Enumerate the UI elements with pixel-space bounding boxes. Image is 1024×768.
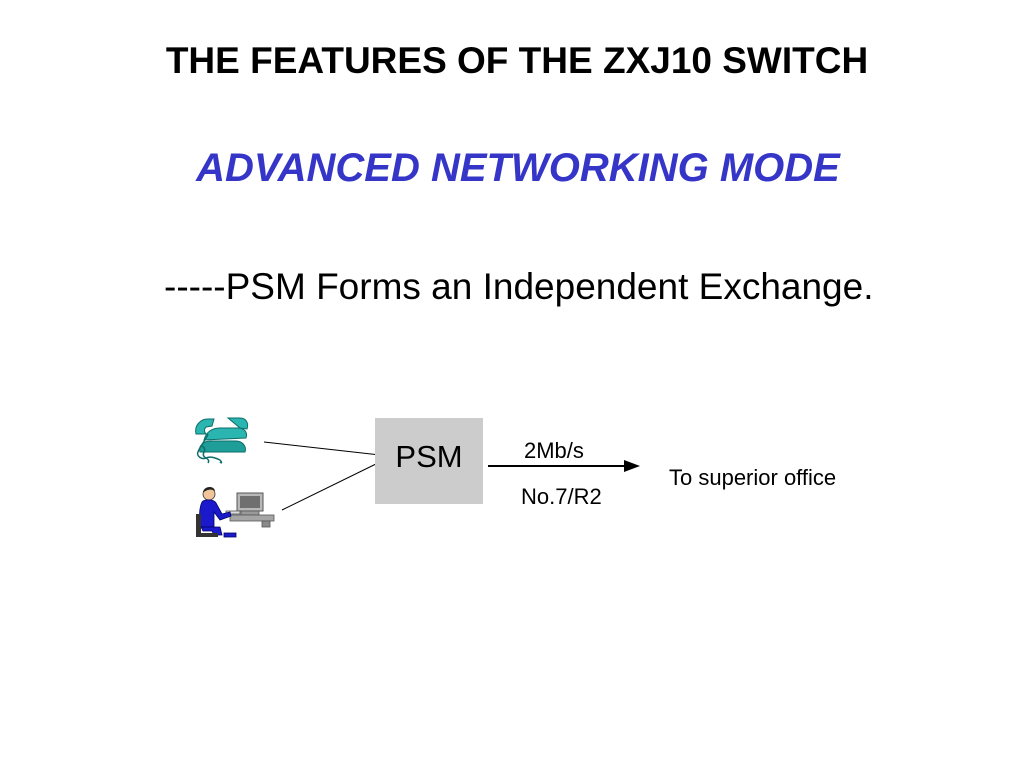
operator-connection-line	[281, 461, 381, 511]
psm-module-box: PSM	[375, 418, 483, 504]
link-signaling-label: No.7/R2	[521, 484, 602, 509]
telephone-icon	[195, 417, 249, 464]
bullet-text: -----PSM Forms an Independent Exchange.	[164, 266, 874, 307]
trunk-arrowhead	[624, 460, 640, 472]
slide-subtitle: ADVANCED NETWORKING MODE	[196, 146, 840, 190]
computer-operator-icon	[196, 487, 275, 538]
link-rate-label: 2Mb/s	[524, 438, 584, 463]
psm-label: PSM	[395, 439, 463, 474]
phone-connection-line	[263, 441, 381, 456]
destination-label: To superior office	[669, 465, 837, 490]
slide-title: THE FEATURES OF THE ZXJ10 SWITCH	[165, 40, 869, 81]
